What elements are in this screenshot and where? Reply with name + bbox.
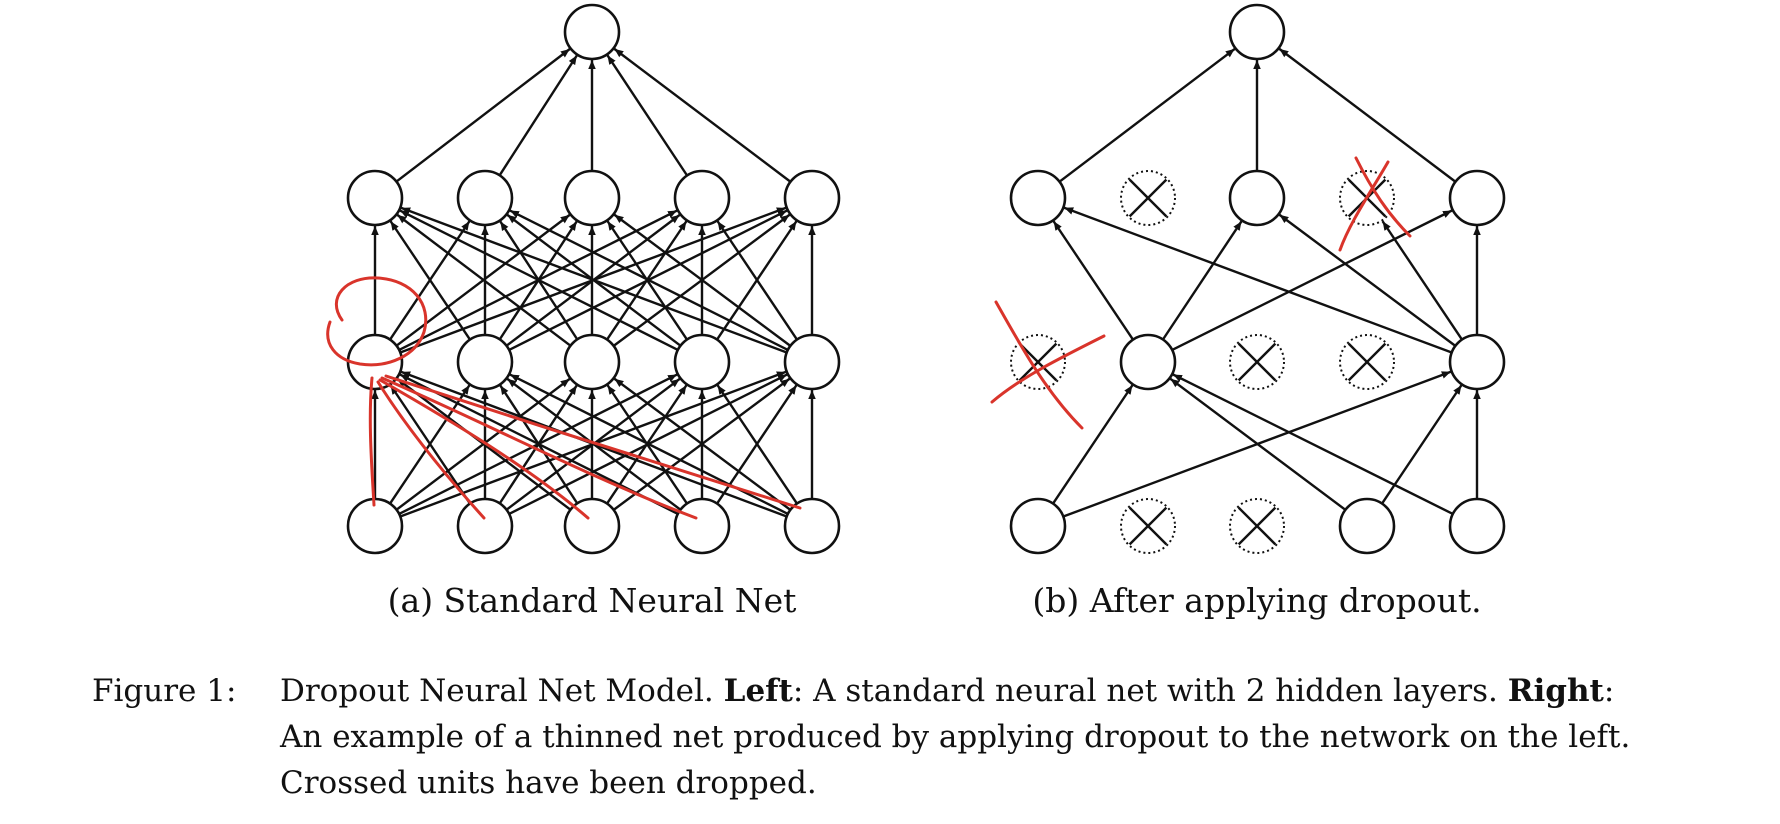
annotation-stroke-3	[378, 378, 590, 520]
edge-hidden1-to-hidden2	[716, 220, 798, 341]
annotation-stroke-5	[384, 374, 802, 510]
caption-left-label: Left	[723, 673, 793, 709]
edge-input-to-hidden1	[716, 384, 798, 505]
annotation-stroke-1	[368, 376, 376, 507]
edge-hidden2-to-output	[606, 54, 689, 177]
edge-input-to-hidden1	[613, 377, 792, 511]
input-unit	[1338, 497, 1396, 555]
hidden1-unit	[563, 333, 621, 391]
edge-hidden1-to-hidden2	[396, 213, 572, 347]
edge-hidden1-to-hidden2	[509, 209, 789, 351]
hidden2-unit	[673, 169, 731, 227]
annotation-cross-a1	[1354, 156, 1412, 238]
edge-input-to-hidden1	[1169, 377, 1347, 511]
dropped-input-unit	[1120, 498, 1176, 554]
caption-right-label: Right	[1507, 673, 1604, 709]
edge-hidden2-to-output	[498, 54, 578, 176]
hidden1-unit	[673, 333, 731, 391]
edge-hidden1-to-hidden2	[400, 206, 788, 354]
hidden1-unit	[1119, 333, 1177, 391]
hidden1-unit	[783, 333, 841, 391]
input-unit	[1448, 497, 1506, 555]
caption-intro: Dropout Neural Net Model.	[280, 673, 714, 709]
input-unit	[783, 497, 841, 555]
annotation-cross-b2	[990, 334, 1106, 404]
annotation-cross-a2	[1338, 160, 1390, 252]
annotation-stroke-4	[380, 376, 698, 520]
edge-hidden2-to-output	[1278, 47, 1457, 183]
caption-line-2: An example of a thinned net produced by …	[280, 719, 1631, 755]
standard-net-connections	[371, 47, 816, 518]
edge-hidden2-to-output	[395, 48, 571, 183]
annotation-cross-b1	[994, 300, 1084, 430]
input-unit	[563, 497, 621, 555]
dropped-hidden2-unit	[1120, 170, 1176, 226]
dropout-net-connections	[1052, 47, 1481, 518]
input-unit	[456, 497, 514, 555]
figure-label: Figure 1:	[92, 673, 237, 709]
caption-left-text: : A standard neural net with 2 hidden la…	[792, 673, 1498, 709]
annotation-stroke-2	[376, 380, 486, 520]
edge-hidden1-to-hidden2	[1052, 220, 1134, 341]
edge-hidden1-to-hidden2	[389, 220, 471, 341]
edge-input-to-hidden1	[1381, 384, 1463, 505]
hidden1-unit	[1448, 333, 1506, 391]
edge-hidden1-to-hidden2	[613, 213, 792, 347]
subfigure-a-caption: (a) Standard Neural Net	[388, 581, 797, 620]
hidden2-unit	[783, 169, 841, 227]
edge-hidden1-to-dropped-unit	[1381, 220, 1463, 341]
caption-right-colon: :	[1603, 673, 1615, 709]
hidden2-unit	[563, 169, 621, 227]
dropped-hidden1-unit	[1339, 334, 1395, 390]
standard-net-units	[346, 3, 841, 555]
hidden2-unit	[1228, 169, 1286, 227]
annotation-circle	[326, 276, 428, 367]
edge-hidden1-to-hidden2	[1161, 220, 1243, 341]
dropped-hidden1-unit	[1229, 334, 1285, 390]
input-unit	[673, 497, 731, 555]
edge-hidden2-to-output	[613, 47, 792, 183]
edge-hidden2-to-output	[1058, 47, 1236, 183]
edge-input-to-hidden1	[1172, 373, 1454, 516]
edge-input-to-hidden1	[1052, 384, 1134, 505]
edge-hidden1-to-hidden2	[1278, 213, 1457, 347]
input-unit	[346, 497, 404, 555]
edge-hidden1-to-hidden2	[1171, 209, 1453, 352]
caption-line-3: Crossed units have been dropped.	[280, 765, 817, 801]
hidden2-unit	[346, 169, 404, 227]
output-unit	[1228, 3, 1286, 61]
red-annotations	[326, 156, 1412, 520]
subfigure-b-caption: (b) After applying dropout.	[1032, 581, 1481, 620]
edge-input-to-hidden1	[389, 384, 471, 505]
input-unit	[1009, 497, 1067, 555]
dropped-input-unit	[1229, 498, 1285, 554]
edge-hidden1-to-hidden2	[1063, 206, 1453, 354]
hidden1-unit	[456, 333, 514, 391]
hidden2-unit	[456, 169, 514, 227]
hidden2-unit	[1448, 169, 1506, 227]
edge-input-to-hidden1	[396, 377, 572, 511]
hidden2-unit	[1009, 169, 1067, 227]
edge-hidden1-to-hidden2	[399, 209, 679, 351]
output-unit	[563, 3, 621, 61]
figure-caption: Figure 1: Dropout Neural Net Model. Left…	[92, 668, 1772, 806]
